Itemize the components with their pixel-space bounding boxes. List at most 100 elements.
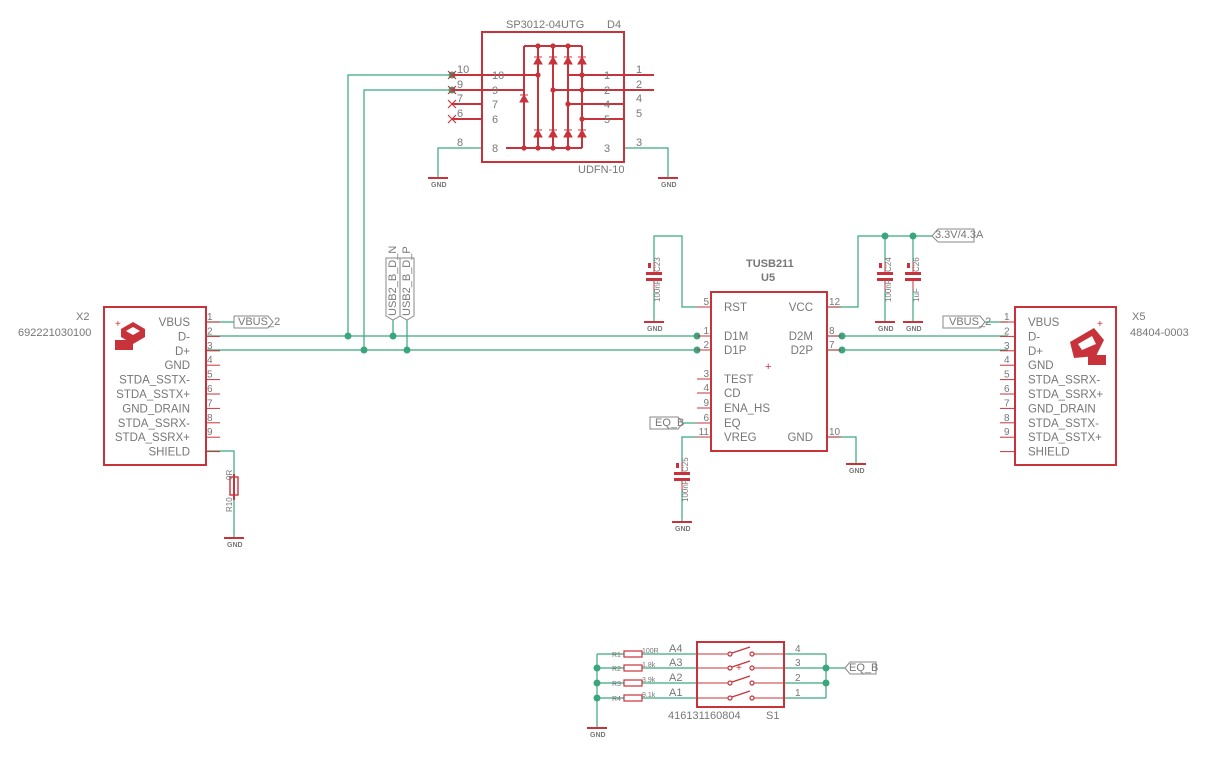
capacitor-value: 1uF [912,288,921,302]
u5-pin-name: GND [787,432,813,444]
junctions [344,71,917,702]
d4-pin-inner-right: 2 [604,85,610,97]
ground-label: GND [878,326,894,333]
resistor-ref: R2 [612,666,621,673]
u5-body [710,291,828,452]
x2-pin-name: VBUS [159,317,191,329]
wires [206,74,1008,728]
x2-pin-num: 6 [207,384,213,395]
connector-x2: X2 692221030100 + 1VBUS2D-3D+4GND5STDA_S… [18,306,220,466]
u5-pin-num: 12 [829,297,841,308]
eq-tag-u5: EQ_B [649,416,684,430]
resistor-ref: R4 [612,696,621,703]
x2-pin-num: 5 [207,370,213,381]
diode [548,55,558,65]
usb-n-tag: USB2_B_D_N [385,246,401,321]
d4-pin-outer-right: 2 [636,79,642,91]
resistor-body [623,650,643,658]
wire-dplus-esd [363,89,452,350]
junction [881,232,889,240]
s1-part: 416131160804 [668,710,741,722]
ground-label: GND [661,182,677,189]
d4-node [565,43,571,49]
x2-pin-name: STDA_SSTX+ [116,389,190,401]
svg-text:USB2_B_D_N: USB2_B_D_N [387,246,399,316]
svg-text:+: + [115,319,121,330]
diode [519,93,529,103]
junction [344,332,352,340]
u5-pin-name: EQ [724,418,741,430]
ground-icon: GND [672,521,692,533]
u5-pin-name: VREG [724,432,757,444]
x5-pin-name: D+ [1028,346,1043,358]
d4-node [550,43,556,49]
u5-pin-num: 2 [703,340,709,351]
ground-icon: GND [644,321,664,333]
ground-icon: GND [224,537,244,549]
d4-package: UDFN-10 [578,164,624,176]
x5-pin-name: STDA_SSRX+ [1028,389,1103,401]
d4-pin-outer-right: 5 [636,108,642,120]
d4-node [535,43,541,49]
x2-pin-num: 8 [207,413,213,424]
capacitor-value: 100nF [884,279,893,302]
junction [838,346,846,354]
d4-node [565,145,571,151]
x5-pin-num: 6 [1004,384,1010,395]
resistor-value: 3.9k [642,677,656,684]
svg-text:USB2_B_D_P: USB2_B_D_P [401,246,413,316]
resistor-ref: R1 [612,652,621,659]
wire-dminus-esd [347,74,452,336]
x2-pin-num: 4 [207,355,213,366]
capacitor-value: 100nF [653,279,662,302]
junction [403,346,411,354]
ground-label: GND [849,468,865,475]
x2-pin-name: GND [164,360,190,372]
u5-pin-num: 7 [829,340,835,351]
d4-pin-inner-left: 6 [492,114,498,126]
x5-pin-name: VBUS [1028,317,1060,329]
ground-label: GND [906,326,922,333]
resistor-value: 1.8k [642,662,656,669]
wire-vcc [828,235,932,308]
x2-pin-num: 1 [207,312,213,323]
d4-pin-inner-left: 7 [492,99,498,111]
junction [822,664,830,672]
u5-pin-name: D1P [724,345,747,357]
junction [593,679,601,687]
d4-node [579,72,585,78]
x2-pins: 1VBUS2D-3D+4GND5STDA_SSTX-6STDA_SSTX+7GN… [115,312,220,459]
s1-body [696,641,785,708]
d4-pin-outer-right: 3 [636,137,642,149]
r10-value: 0R [225,470,234,480]
x5-pin-num: 9 [1004,427,1010,438]
ground-label: GND [675,526,691,533]
d4-pin-outer-left: 6 [457,108,463,120]
vbus-right-tag: VBUS_2 [942,315,991,329]
diode [563,55,573,65]
u5-pin-name: D1M [724,331,748,343]
vbus-left-tag: VBUS_2 [233,315,280,329]
x2-pin-name: SHIELD [148,447,190,459]
d4-node [535,72,541,78]
x2-pin-name: STDA_SSRX- [118,418,190,430]
u5-pin-num: 5 [703,297,709,308]
d4-node [521,145,527,151]
u5-part: TUSB211 [746,258,794,270]
u5-pin-name: ENA_HS [724,403,770,415]
x5-pin-name: STDA_SSRX- [1028,375,1100,387]
d4-pin-outer-left: 10 [457,64,469,76]
d4-node [579,87,585,93]
